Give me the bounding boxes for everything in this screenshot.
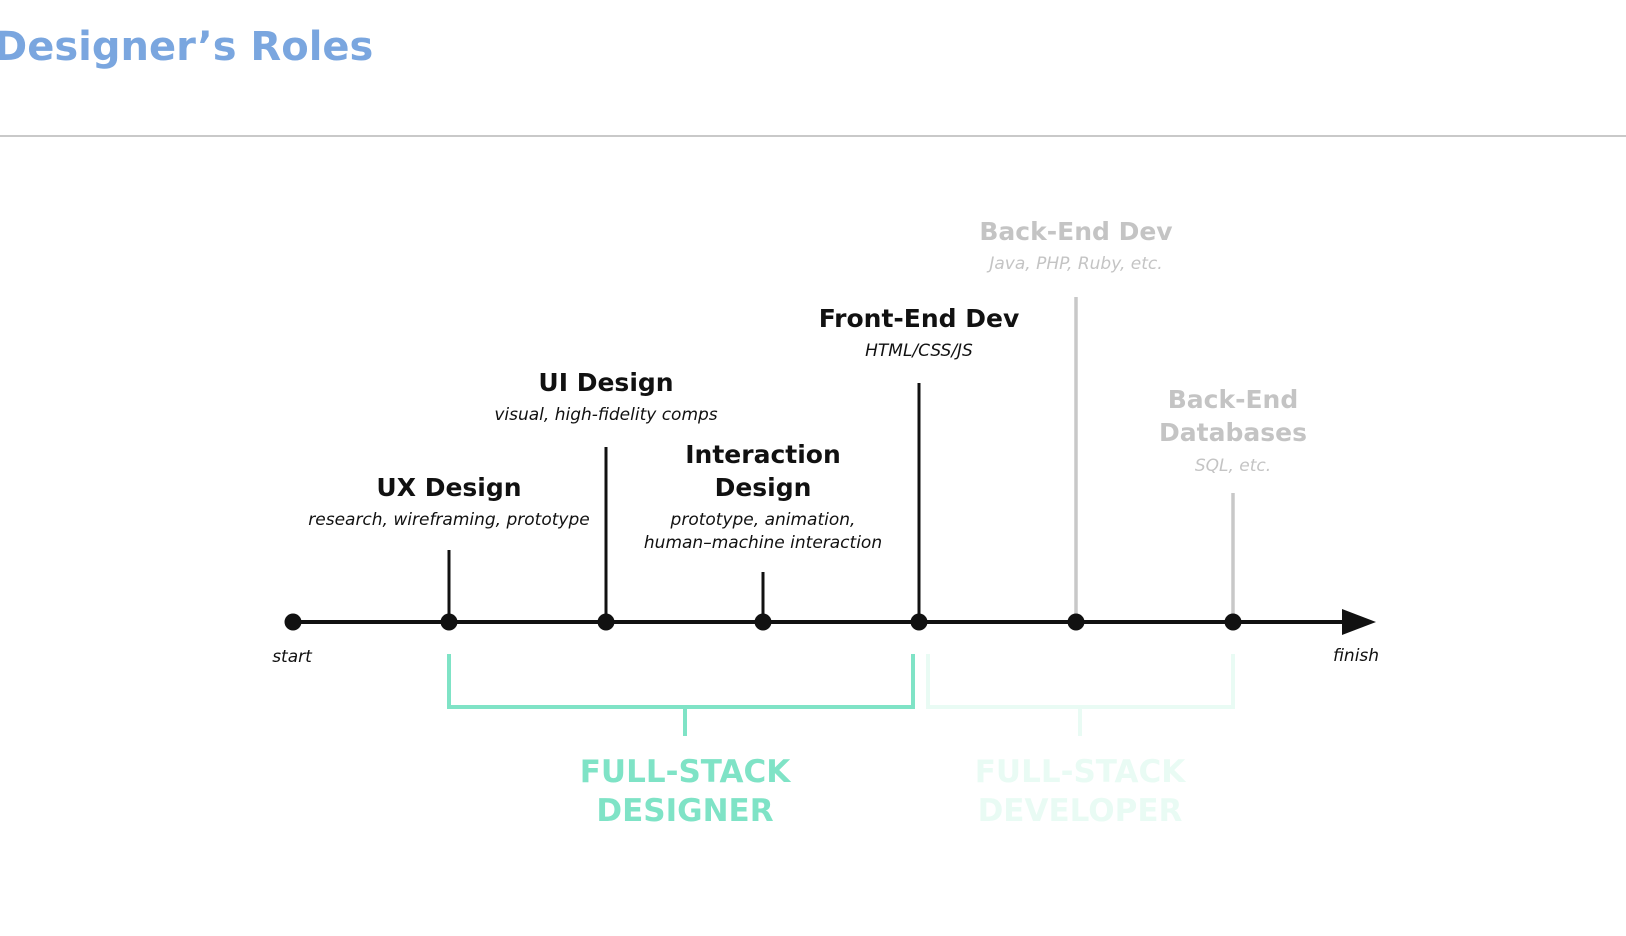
role-title: Interaction xyxy=(685,440,841,469)
role-marker: UX Design research, wireframing, prototyp… xyxy=(308,473,590,631)
role-timeline-dot xyxy=(754,613,772,631)
role-title: UX Design xyxy=(376,473,521,502)
role-subtitle: human–machine interaction xyxy=(644,533,882,553)
role-subtitle: visual, high-fidelity comps xyxy=(494,405,717,425)
role-timeline-dot xyxy=(910,613,928,631)
role-title: Back-End Dev xyxy=(979,217,1172,246)
bracket-line xyxy=(447,654,915,709)
timeline-arrowhead xyxy=(1342,609,1376,635)
finish-label: finish xyxy=(1333,646,1379,666)
role-subtitle: HTML/CSS/JS xyxy=(865,341,973,361)
slide-title: Designer’s Roles xyxy=(0,24,374,70)
role-subtitle: research, wireframing, prototype xyxy=(308,510,589,530)
bracket-label: DESIGNER xyxy=(596,793,773,829)
title-divider xyxy=(0,135,1626,137)
role-marker: UI Design visual, high-fidelity comps xyxy=(494,368,718,631)
bracket-label: DEVELOPER xyxy=(978,793,1183,829)
bracket-line xyxy=(926,654,1235,709)
role-title: Back-End xyxy=(1168,385,1299,414)
role-title: Front-End Dev xyxy=(819,304,1020,333)
roles-layer: UX Design research, wireframing, prototyp… xyxy=(308,217,1307,631)
bracket-label: FULL-STACK xyxy=(975,754,1187,790)
role-title: Design xyxy=(715,473,812,502)
role-subtitle: prototype, animation, xyxy=(670,510,856,530)
role-title: UI Design xyxy=(538,368,673,397)
role-timeline-dot xyxy=(1224,613,1242,631)
bracket-label: FULL-STACK xyxy=(580,754,792,790)
role-subtitle: Java, PHP, Ruby, etc. xyxy=(986,254,1162,274)
role-timeline-dot xyxy=(440,613,458,631)
timeline-start-dot xyxy=(284,613,302,631)
role-timeline-dot xyxy=(597,613,615,631)
role-title: Databases xyxy=(1159,418,1307,447)
start-label: start xyxy=(272,647,313,667)
role-subtitle: SQL, etc. xyxy=(1195,456,1271,476)
role-timeline-dot xyxy=(1067,613,1085,631)
